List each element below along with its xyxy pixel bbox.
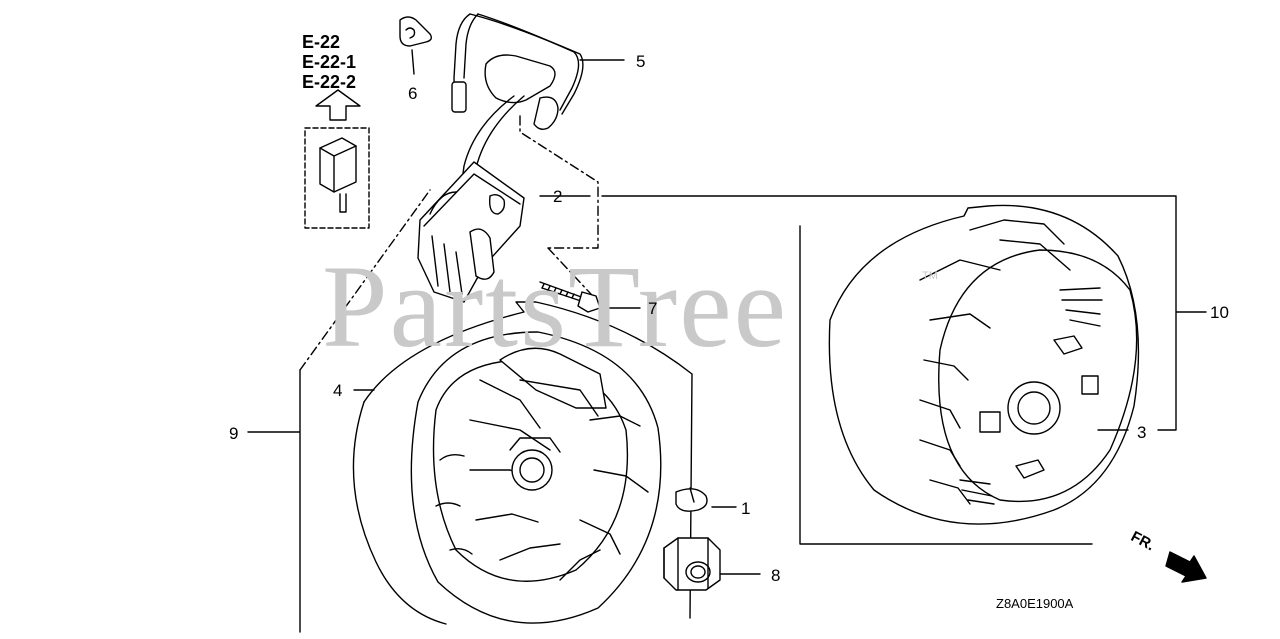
part-8-nut-icon [663, 537, 761, 591]
group-9-bracket-line [299, 115, 605, 371]
watermark-trademark: TM [922, 270, 938, 282]
part-2-ignition-coil-icon [417, 161, 591, 303]
callout-10: 10 [1210, 303, 1229, 322]
callout-5: 5 [636, 52, 646, 71]
part-7-bolt-icon [539, 281, 641, 313]
callout-6: 6 [408, 84, 418, 103]
reference-line-1: E-22 [302, 32, 341, 52]
callout-2: 2 [553, 187, 563, 206]
callout-1: 1 [741, 499, 751, 518]
front-arrow-icon [1165, 551, 1207, 583]
diagram-code: Z8A0E1900A [996, 596, 1074, 611]
watermark-text: PartsTree [322, 241, 788, 372]
group-10-bracket [601, 195, 1207, 545]
reference-module-icon [304, 127, 370, 229]
part-3-flywheel-icon [828, 204, 1140, 525]
part-4-flywheel-icon [352, 301, 693, 625]
callout-9: 9 [229, 424, 239, 443]
callout-3: 3 [1137, 423, 1147, 442]
part-6-clip-icon [399, 16, 433, 75]
callout-8: 8 [771, 566, 781, 585]
reference-line-2: E-22-1 [302, 52, 357, 72]
group-9-bracket [247, 369, 301, 633]
part-1-key-icon [675, 487, 737, 512]
reference-line-3: E-22-2 [302, 72, 357, 92]
up-arrow-icon [315, 89, 361, 121]
callout-7: 7 [648, 299, 658, 318]
part-5-spark-plug-cord-icon [451, 13, 625, 227]
callout-4: 4 [333, 381, 343, 400]
